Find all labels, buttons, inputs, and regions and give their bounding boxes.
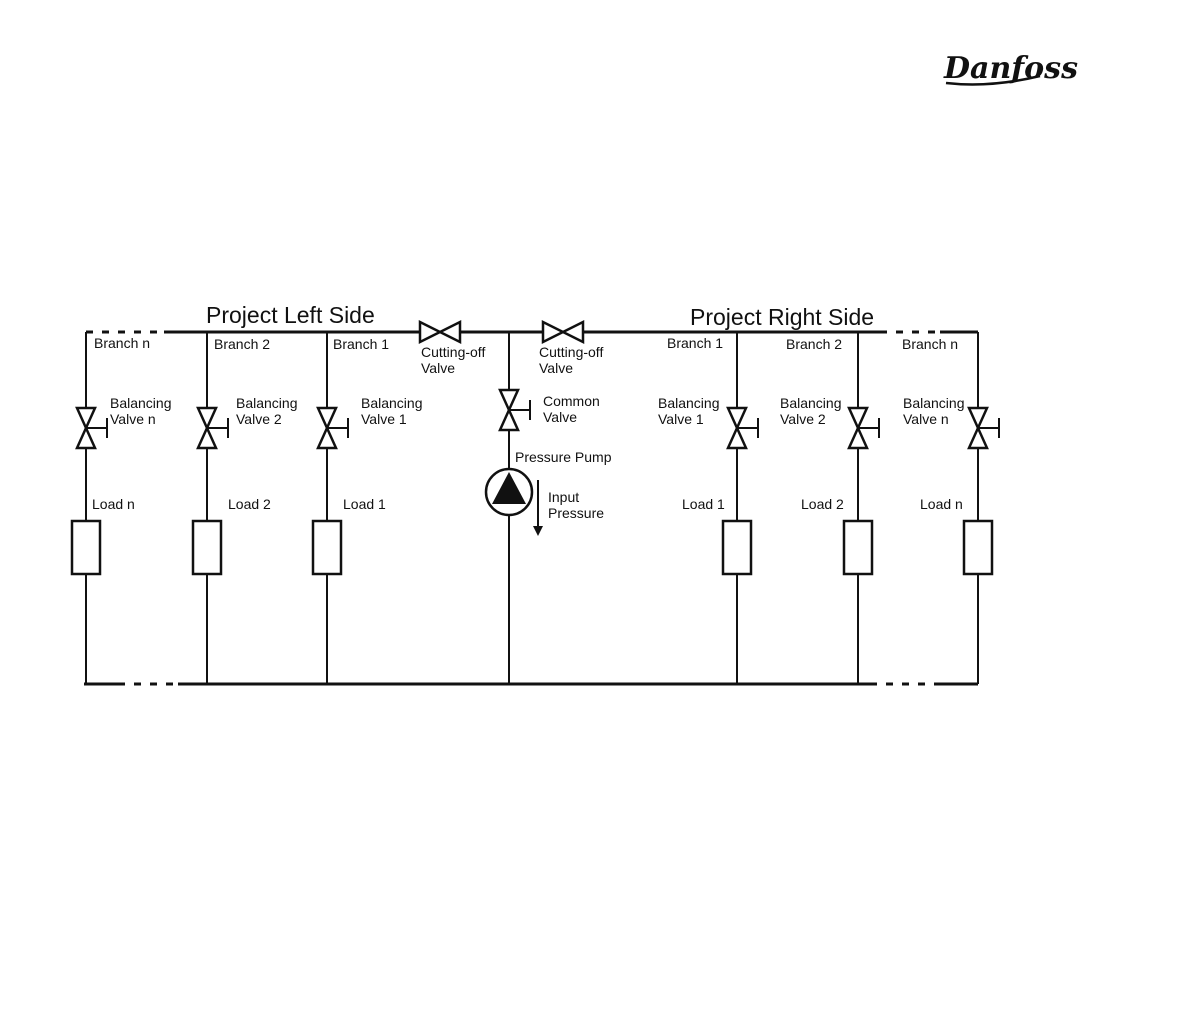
balancing-valve-icon [75, 406, 108, 450]
left-branch-2-label: Branch 2 [214, 336, 270, 352]
cutting-off-valve-left-icon [418, 319, 462, 345]
right-load-1-label: Load 1 [682, 496, 725, 512]
pressure-pump-icon [484, 467, 534, 517]
load-box-icon [842, 519, 874, 576]
cutting-off-valve-right-label-2: Valve [539, 360, 573, 376]
common-valve-label-2: Valve [543, 409, 577, 425]
right-branch-2-label: Branch 2 [786, 336, 842, 352]
logo-wordmark: Danfoss [943, 51, 1078, 86]
left-balancing-valve-n-label-2: Valve n [110, 411, 156, 427]
heading-project-right-side: Project Right Side [690, 304, 874, 330]
left-balancing-valve-1-label-1: Balancing [361, 395, 423, 411]
load-box-icon [311, 519, 343, 576]
heading-project-left-side: Project Left Side [206, 302, 375, 328]
common-valve-icon [498, 388, 531, 432]
right-branch-1 [721, 332, 759, 684]
load-box-icon [191, 519, 223, 576]
balancing-valve-icon [196, 406, 229, 450]
left-branch-n-label: Branch n [94, 335, 150, 351]
left-load-n-label: Load n [92, 496, 135, 512]
balancing-valve-icon [967, 406, 1000, 450]
balancing-valve-icon [316, 406, 349, 450]
left-balancing-valve-1-label-2: Valve 1 [361, 411, 407, 427]
pressure-pump-label: Pressure Pump [515, 449, 612, 465]
right-balancing-valve-2-label-2: Valve 2 [780, 411, 826, 427]
left-balancing-valve-n-label-1: Balancing [110, 395, 172, 411]
right-balancing-valve-n-label-1: Balancing [903, 395, 965, 411]
left-branch-1-label: Branch 1 [333, 336, 389, 352]
cutting-off-valve-left-label-2: Valve [421, 360, 455, 376]
cutting-off-valve-left-label-1: Cutting-off [421, 344, 485, 360]
balancing-valve-icon [847, 406, 880, 450]
common-valve-label-1: Common [543, 393, 600, 409]
input-pressure-arrow-icon [533, 480, 543, 536]
right-branch-2 [842, 332, 880, 684]
danfoss-logo: Danfoss [943, 51, 1078, 86]
logo-swoosh [945, 74, 1041, 86]
right-branch-n-label: Branch n [902, 336, 958, 352]
balancing-valve-icon [726, 406, 759, 450]
right-branch-n [962, 332, 1000, 684]
left-load-1-label: Load 1 [343, 496, 386, 512]
right-balancing-valve-n-label-2: Valve n [903, 411, 949, 427]
right-branch-1-label: Branch 1 [667, 335, 723, 351]
right-balancing-valve-1-label-2: Valve 1 [658, 411, 704, 427]
left-branch-1 [311, 332, 349, 684]
cutting-off-valve-right-icon [541, 319, 585, 345]
load-box-icon [70, 519, 102, 576]
input-pressure-label-1: Input [548, 489, 579, 505]
right-load-2-label: Load 2 [801, 496, 844, 512]
right-balancing-valve-1-label-1: Balancing [658, 395, 720, 411]
load-box-icon [962, 519, 994, 576]
left-balancing-valve-2-label-2: Valve 2 [236, 411, 282, 427]
load-box-icon [721, 519, 753, 576]
right-load-n-label: Load n [920, 496, 963, 512]
input-pressure-label-2: Pressure [548, 505, 604, 521]
left-balancing-valve-2-label-1: Balancing [236, 395, 298, 411]
cutting-off-valve-right-label-1: Cutting-off [539, 344, 603, 360]
left-branch-n [70, 332, 108, 684]
right-balancing-valve-2-label-1: Balancing [780, 395, 842, 411]
left-load-2-label: Load 2 [228, 496, 271, 512]
left-branch-2 [191, 332, 229, 684]
